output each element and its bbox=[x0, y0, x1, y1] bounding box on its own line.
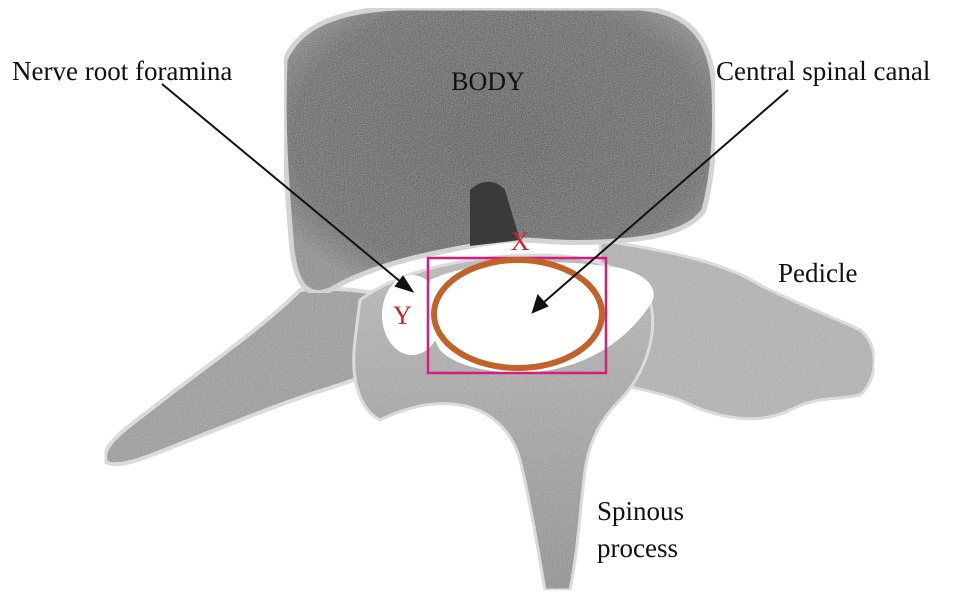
label-pedicle: Pedicle bbox=[778, 258, 857, 288]
label-spinous-line1: Spinous bbox=[597, 496, 684, 526]
label-central-spinal-canal: Central spinal canal bbox=[716, 56, 930, 86]
label-body: BODY bbox=[451, 67, 525, 96]
label-nerve-root-foramina: Nerve root foramina bbox=[12, 56, 232, 86]
marker-x: X bbox=[511, 227, 530, 256]
marker-y: Y bbox=[393, 301, 412, 330]
label-spinous-line2: process bbox=[597, 533, 678, 563]
